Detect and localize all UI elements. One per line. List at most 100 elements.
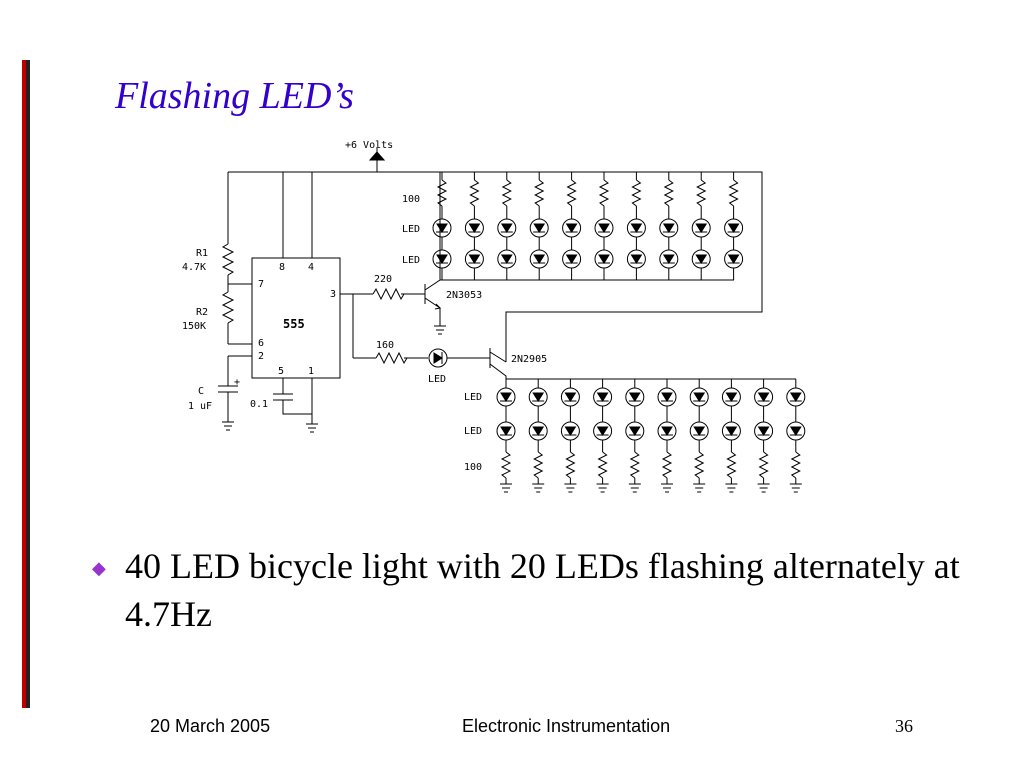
top-led-string	[724, 172, 744, 280]
r-base2-value: 160	[376, 340, 394, 351]
top-led-string	[659, 172, 679, 280]
top-led-row2	[432, 249, 452, 269]
footer-date: 20 March 2005	[150, 716, 271, 736]
top-led-row1	[497, 218, 517, 238]
ic-label: 555	[283, 317, 305, 331]
top-led-row1	[562, 218, 582, 238]
top-led-string	[691, 172, 711, 280]
bottom-led-string	[786, 379, 806, 493]
top-led-string	[626, 172, 646, 280]
bottom-led-row2	[657, 421, 677, 441]
bottom-led-row2	[721, 421, 741, 441]
bottom-led-row1	[754, 387, 774, 407]
bottom-led-string	[625, 379, 645, 493]
footer-page-number: 36	[895, 716, 913, 736]
bottom-led-string	[593, 379, 613, 493]
bottom-led-string	[721, 379, 741, 493]
top-led-row1	[432, 218, 452, 238]
top-led-row1	[659, 218, 679, 238]
bottom-led-row1	[528, 387, 548, 407]
top-led-label-2: LED	[402, 255, 420, 266]
top-led-string	[594, 172, 614, 280]
top-led-row1	[529, 218, 549, 238]
r-base1-value: 220	[374, 274, 392, 285]
bottom-led-row1	[657, 387, 677, 407]
bottom-led-string	[754, 379, 774, 493]
top-led-bank	[432, 172, 744, 281]
bottom-resistor-value: 100	[464, 462, 482, 473]
c-value: 1 uF	[188, 401, 212, 412]
left-accent-bar	[22, 60, 26, 708]
bottom-led-row2	[528, 421, 548, 441]
bullet-diamond-icon: ◆	[92, 558, 106, 578]
footer-course: Electronic Instrumentation	[462, 716, 671, 736]
bottom-led-row1	[721, 387, 741, 407]
top-led-string	[529, 172, 549, 280]
cap-polarity: +	[234, 377, 240, 388]
top-led-row1	[594, 218, 614, 238]
bottom-led-row2	[496, 421, 516, 441]
top-led-row2	[724, 249, 744, 269]
top-led-row2	[497, 249, 517, 269]
top-led-row2	[464, 249, 484, 269]
r2-name: R2	[196, 307, 208, 318]
r2-value: 150K	[182, 321, 206, 332]
r1-value: 4.7K	[182, 262, 206, 273]
pnp-label: 2N2905	[511, 354, 547, 365]
left-accent-bar-shadow	[26, 60, 30, 708]
pin-7: 7	[258, 279, 264, 290]
bullet-text: 40 LED bicycle light with 20 LEDs flashi…	[125, 546, 960, 634]
top-resistor-value: 100	[402, 194, 420, 205]
bottom-led-row2	[689, 421, 709, 441]
bottom-led-string	[560, 379, 580, 493]
slide-title: Flashing LED’s	[115, 75, 354, 117]
npn-label: 2N3053	[446, 290, 482, 301]
pin-3: 3	[330, 289, 336, 300]
bottom-led-bank	[496, 379, 806, 493]
top-led-string	[562, 172, 582, 280]
bottom-led-row1	[625, 387, 645, 407]
top-led-label-1: LED	[402, 224, 420, 235]
c2-value: 0.1	[250, 399, 268, 410]
bottom-led-row1	[560, 387, 580, 407]
bottom-led-row1	[786, 387, 806, 407]
top-led-row2	[562, 249, 582, 269]
top-led-string	[432, 172, 452, 280]
bottom-led-string	[496, 379, 516, 493]
bottom-led-row1	[496, 387, 516, 407]
pin-1: 1	[308, 366, 314, 377]
bottom-led-row2	[560, 421, 580, 441]
bottom-led-row2	[593, 421, 613, 441]
top-led-string	[464, 172, 484, 280]
top-led-row2	[659, 249, 679, 269]
top-led-row1	[691, 218, 711, 238]
top-led-row1	[464, 218, 484, 238]
top-led-row1	[724, 218, 744, 238]
c-name: C	[198, 386, 204, 397]
pin-4: 4	[308, 262, 314, 273]
top-led-row1	[626, 218, 646, 238]
top-led-row2	[626, 249, 646, 269]
top-led-string	[497, 172, 517, 280]
bottom-led-row1	[593, 387, 613, 407]
bottom-led-string	[657, 379, 677, 493]
pin-2: 2	[258, 351, 264, 362]
top-led-row2	[594, 249, 614, 269]
supply-label: +6 Volts	[345, 140, 393, 151]
pin-6: 6	[258, 338, 264, 349]
top-led-row2	[691, 249, 711, 269]
bottom-led-row2	[786, 421, 806, 441]
bottom-led-row2	[754, 421, 774, 441]
bottom-led-string	[528, 379, 548, 493]
flashing-led-schematic: +6 Volts R1 4.7K R2 150K C 1 uF + 0.1 55…	[182, 140, 806, 493]
bottom-led-string	[689, 379, 709, 493]
pin-8: 8	[279, 262, 285, 273]
series-led-label: LED	[428, 374, 446, 385]
r1-name: R1	[196, 248, 208, 259]
bottom-led-row2	[625, 421, 645, 441]
top-led-row2	[529, 249, 549, 269]
bottom-led-label-2: LED	[464, 426, 482, 437]
pin-5: 5	[278, 366, 284, 377]
bottom-led-label-1: LED	[464, 392, 482, 403]
bottom-led-row1	[689, 387, 709, 407]
